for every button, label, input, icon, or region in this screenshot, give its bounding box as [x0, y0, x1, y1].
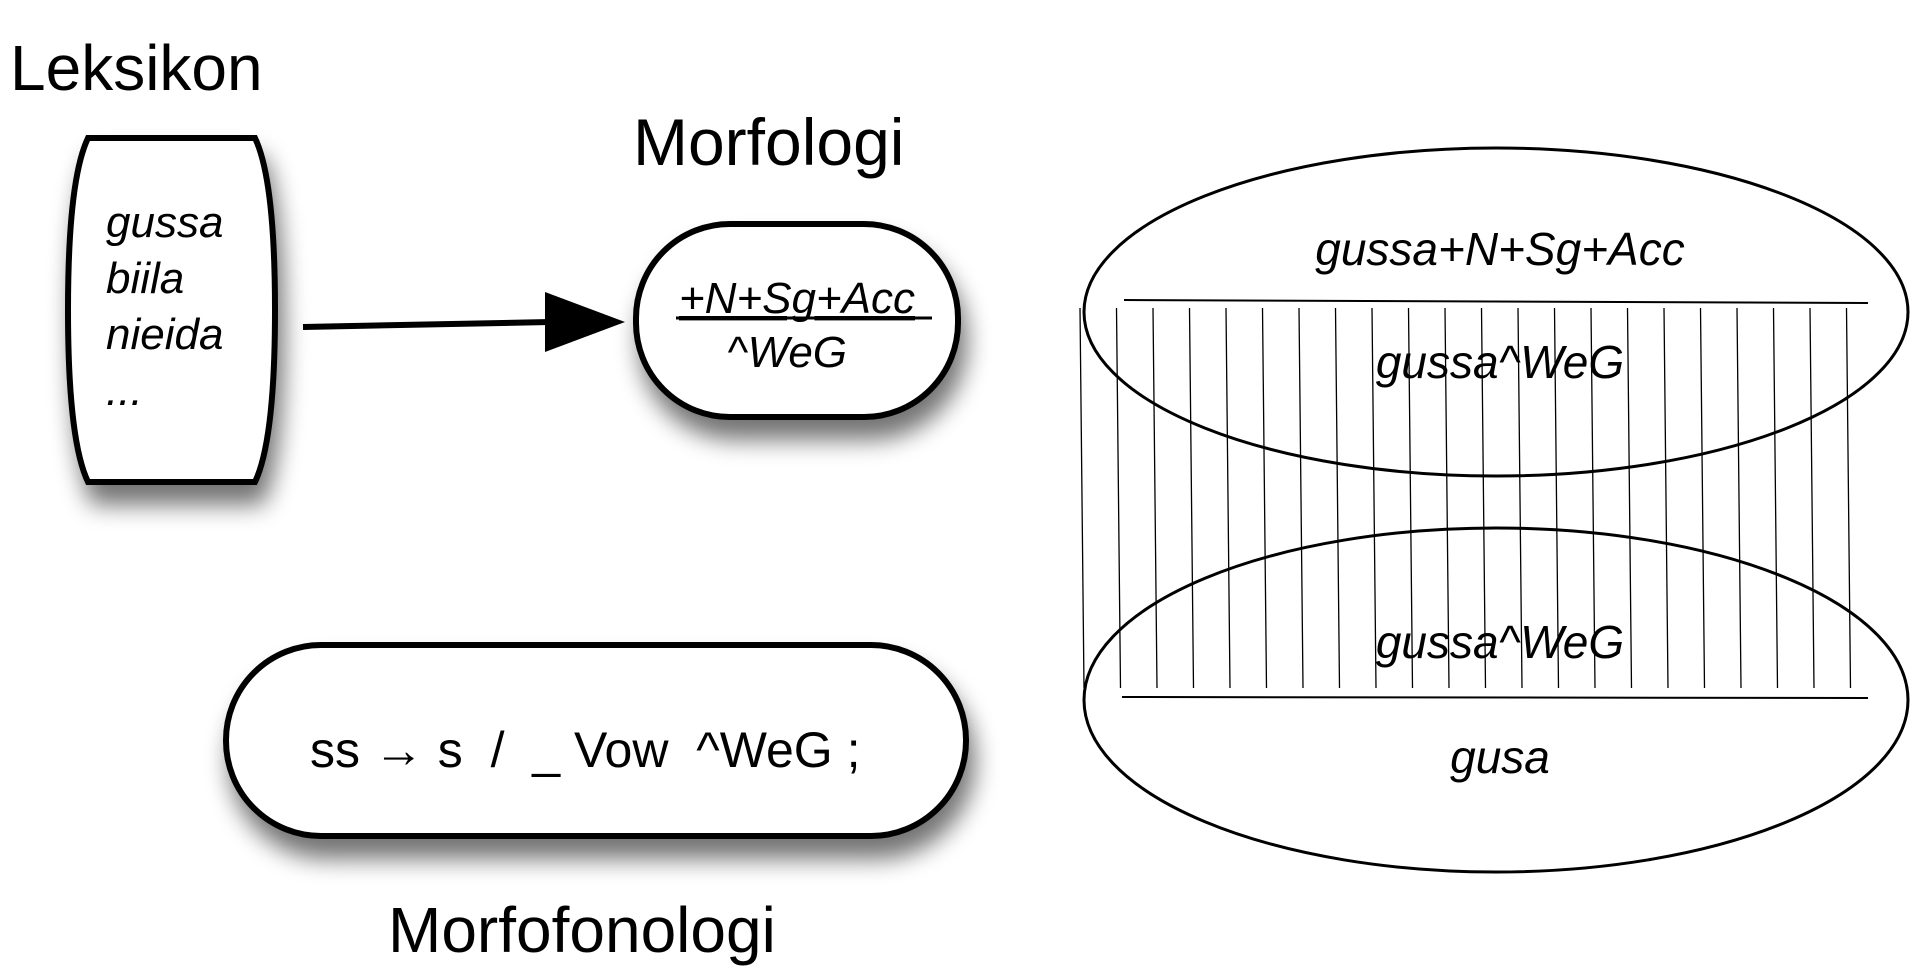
lexicon-entry: nieida: [106, 310, 223, 359]
hatch-line: [1298, 307, 1304, 689]
lower-bottom-label: gusa: [1450, 731, 1550, 783]
hatch-line: [1188, 307, 1195, 689]
morphophonology-rule: ss → s / _ Vow ^WeG ;: [310, 722, 860, 778]
morphology-box: [633, 221, 961, 420]
arrow-icon: [302, 292, 625, 352]
hatch-line: [1261, 307, 1268, 689]
hatch-line: [1845, 307, 1852, 689]
hatch-line: [1480, 307, 1487, 689]
morphophonology-title: Morfofonologi: [388, 894, 776, 966]
morphology-tags: +N+Sg+Acc: [679, 274, 915, 323]
composition-hatching: [1079, 307, 1852, 689]
upper-bottom-label: gussa^WeG: [1376, 336, 1624, 388]
upper-top-label: gussa+N+Sg+Acc: [1315, 223, 1685, 275]
morphology-title: Morfologi: [633, 105, 904, 179]
hatch-line: [1590, 307, 1596, 689]
hatch-line: [1553, 307, 1560, 689]
upper-divider: [1123, 299, 1869, 304]
lexicon-entry: ...: [106, 366, 143, 415]
hatch-line: [1663, 307, 1669, 689]
hatch-line: [1736, 307, 1742, 689]
hatch-line: [1772, 307, 1779, 689]
hatch-line: [1371, 307, 1377, 689]
hatch-line: [1444, 307, 1450, 689]
hatch-line: [1152, 307, 1158, 689]
hatch-line: [1626, 307, 1633, 689]
upper-transducer-ellipse: [1082, 146, 1910, 478]
hatch-line: [1809, 307, 1815, 689]
morphophonology-box: [223, 642, 969, 839]
hatch-line: [1115, 307, 1122, 689]
lower-transducer-ellipse: [1082, 526, 1910, 874]
lexicon-title: Leksikon: [10, 32, 263, 104]
lexicon-entry: biila: [106, 254, 184, 303]
lexicon-box: [64, 135, 279, 485]
hatch-line: [1334, 307, 1341, 689]
morphology-marker: ^WeG: [727, 328, 847, 377]
lower-top-label: gussa^WeG: [1376, 616, 1624, 668]
lexicon-entry: gussa: [106, 198, 223, 247]
hatch-line: [1517, 307, 1523, 689]
hatch-line: [1079, 307, 1085, 689]
hatch-line: [1407, 307, 1414, 689]
hatch-line: [1225, 307, 1231, 689]
hatch-line: [1699, 307, 1706, 689]
lower-divider: [1121, 696, 1869, 699]
